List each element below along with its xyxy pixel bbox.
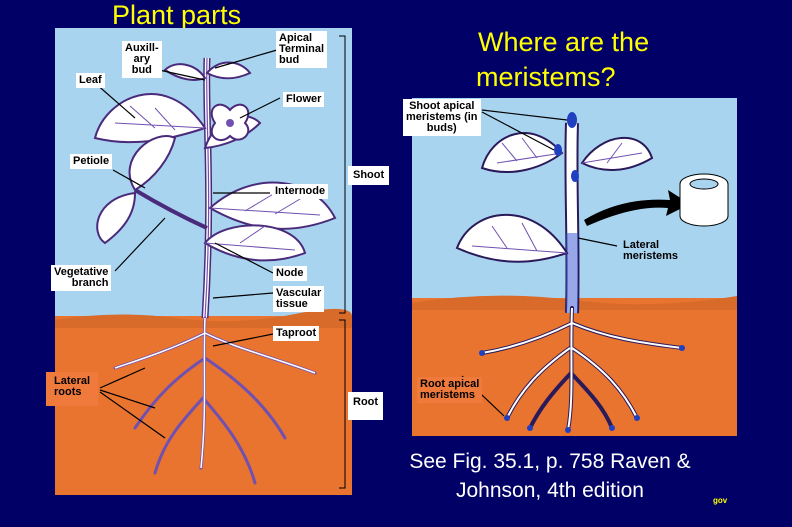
label-petiole: Petiole [70, 154, 113, 169]
plant-parts-illustration [55, 28, 352, 495]
title-meristems-line2: meristems? [476, 62, 616, 92]
label-root-apical-meristems: Root apical meristems [417, 377, 483, 403]
label-shoot: Shoot [348, 166, 390, 185]
title-meristems-line1: Where are the [478, 27, 650, 57]
label-shoot-apical-meristems: Shoot apical meristems (in buds) [403, 99, 481, 136]
label-lateral-meristems: Lateral meristems [620, 238, 682, 264]
caption-line-2: Johnson, 4th edition [456, 479, 644, 502]
label-root: Root [348, 392, 384, 420]
footnote-gov: gov [713, 496, 728, 505]
label-internode: Internode [272, 184, 329, 199]
title-plant-parts: Plant parts [112, 0, 242, 30]
label-flower: Flower [283, 92, 325, 107]
label-leaf: Leaf [76, 73, 105, 88]
figure-reference-caption: See Fig. 35.1, p. 758 Raven & Johnson, 4… [360, 447, 740, 505]
caption-line-1: See Fig. 35.1, p. 758 Raven & [409, 450, 691, 473]
label-vegetative-branch: Vegetative branch [51, 265, 112, 291]
label-lateral-roots: Lateral roots [46, 372, 99, 406]
label-apical-bud: Apical Terminal bud [276, 31, 328, 68]
label-node: Node [273, 266, 307, 281]
plant-parts-drawing [55, 28, 352, 495]
label-vascular-tissue: Vascular tissue [273, 286, 325, 312]
meristems-illustration [412, 98, 737, 436]
meristems-drawing [412, 98, 737, 436]
label-taproot: Taproot [273, 326, 320, 341]
label-auxillary-bud: Auxill- ary bud [122, 41, 162, 78]
